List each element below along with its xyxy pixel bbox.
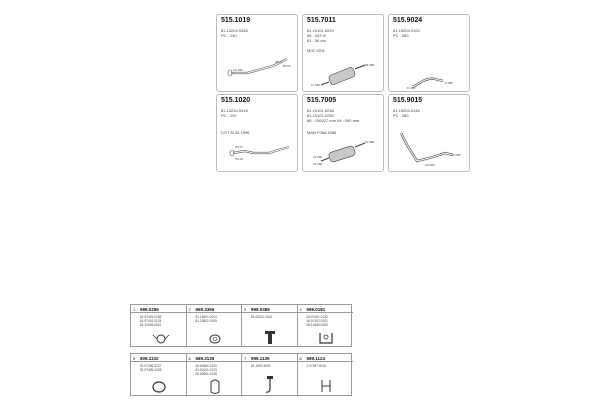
part-number: 81.15204.5338 — [221, 28, 248, 33]
part-card[interactable]: 515.9015 81.15204.0146 PC : 280 C0 080 C… — [388, 94, 470, 172]
muffler-icon — [320, 64, 366, 86]
part-code: 515.7011 — [307, 17, 336, 24]
dimension-label: C 080 — [445, 81, 454, 85]
accessory-code: 999.1135 — [251, 355, 270, 361]
vehicle-info: M02 1001 — [307, 48, 325, 53]
part-info: PC : 240 — [221, 33, 237, 38]
accessory-cell[interactable]: 4 599.0181 06.97401.0122 06.97402.0201 0… — [297, 305, 353, 346]
part-number: 06.60661.0133 — [195, 364, 217, 368]
part-code: 515.9015 — [393, 97, 423, 104]
dimension-label: D 080 — [407, 86, 416, 90]
gasket-icon — [152, 381, 166, 393]
dimension-label: 10 080 — [365, 140, 375, 144]
position-number: 1 — [133, 307, 136, 312]
accessory-code: 669.3366 — [195, 306, 215, 312]
part-number: 81.10045.0501 — [140, 323, 162, 327]
part-number: 06.97402.0201 — [306, 319, 328, 323]
part-number: 06.97401.0122 — [306, 315, 328, 319]
dimension-label: C0 080 — [451, 153, 461, 157]
dimension-label: 10 080 — [313, 155, 323, 159]
position-number: 8 — [299, 356, 302, 361]
part-number: 06.60661.0128 — [195, 372, 217, 376]
dimension-label: C0 080 — [425, 163, 435, 167]
dimension-label: 10 080 — [313, 162, 323, 166]
accessory-code: 599.1124 — [306, 355, 326, 361]
part-code: 515.9024 — [393, 17, 423, 24]
vehicle-info: DGT M.05 1996 — [221, 130, 250, 135]
part-number: 06.10465.0205 — [306, 323, 328, 327]
accessory-cell[interactable]: 5 609.1132 81.97406.3227 81.97405.2203 — [131, 354, 187, 395]
part-number: 81.97425.0158 — [140, 315, 162, 319]
part-card[interactable]: 515.9024 81.15204.0102 PC : 060 D 080 C … — [388, 14, 470, 92]
position-number: 7 — [244, 356, 247, 361]
dimension-label: C0 07 — [235, 145, 244, 149]
dimension-label: W1 5 — [275, 60, 283, 64]
part-number: 81.97406.3227 — [140, 364, 162, 368]
ring-icon — [209, 334, 220, 344]
position-number: 4 — [299, 307, 302, 312]
part-number: 81.15101.0238 — [307, 108, 334, 113]
exhaust-pipe-icon — [227, 58, 288, 77]
accessory-cell[interactable]: 1 599.0256 81.97425.0158 81.97401.0125 8… — [131, 305, 187, 346]
part-number: 81.08210.3042 — [251, 315, 273, 319]
vehicle-info: MAN F06A 1986 — [307, 130, 337, 135]
part-info: 81 : 00 am — [307, 38, 326, 43]
part-info: PC : 280 — [393, 113, 409, 118]
dimension-label: C0 480 — [233, 68, 243, 72]
accessory-cell[interactable]: 3 999.0389 81.08210.3042 — [242, 305, 298, 346]
clamp-icon — [152, 334, 170, 344]
part-card[interactable]: 515.7011 81.15101.0229 88 : 003 Vl 81 : … — [302, 14, 384, 92]
accessory-code: 999.0389 — [251, 306, 270, 312]
part-code: 515.7005 — [307, 97, 337, 104]
position-number: 2 — [188, 307, 191, 312]
accessory-strip: 5 609.1132 81.97406.3227 81.97405.2203 6… — [130, 353, 353, 396]
dimension-label: 11 080 — [311, 83, 320, 87]
accessory-cell[interactable]: 7 999.1135 81.1500.3002 — [242, 354, 298, 395]
dimension-label: 05 080 — [365, 63, 375, 67]
part-number: 81.15601.0014 — [195, 315, 217, 319]
part-number: 81.97401.0125 — [140, 319, 162, 323]
hook-icon — [265, 376, 273, 393]
accessory-cell[interactable]: 2 669.3366 81.15601.0014 81.15601.0009 — [186, 305, 242, 346]
accessory-code: 669.3135 — [195, 355, 215, 361]
part-number: 81.97405.2203 — [140, 368, 162, 372]
position-number: 5 — [133, 356, 136, 361]
hanger-icon — [321, 380, 330, 392]
part-card[interactable]: 515.7005 81.15101.0238 81.15101.0258 88 … — [302, 94, 384, 172]
bracket-icon — [318, 333, 333, 344]
accessory-cell[interactable]: 8 599.1124 2.97497.0010 — [297, 354, 353, 395]
part-number: 81.15101.0229 — [307, 28, 334, 33]
accessory-strip: 1 599.0256 81.97425.0158 81.97401.0125 8… — [130, 304, 353, 347]
muffler-icon — [320, 142, 366, 163]
clip-icon — [210, 379, 219, 394]
flex-pipe-icon — [412, 77, 444, 89]
part-code: 515.1020 — [221, 97, 251, 104]
part-info: PC : 060 — [393, 33, 409, 38]
dimension-label: 80 00 — [283, 64, 291, 68]
part-number: 81.15204.0146 — [393, 108, 420, 113]
accessory-code: 599.0256 — [140, 306, 159, 312]
part-number: 81.90101.0123 — [195, 368, 217, 372]
position-number: 6 — [188, 356, 191, 361]
part-number: 81.15234.5318 — [221, 108, 248, 113]
part-number: 81.15204.0102 — [393, 28, 420, 33]
part-info: 88 : 150027 mm 04 : 090 mm — [307, 118, 360, 123]
part-info: 88 : 003 Vl — [307, 33, 327, 38]
part-code: 515.1019 — [221, 17, 251, 24]
accessory-code: 599.0181 — [306, 306, 326, 312]
part-card[interactable]: 515.1019 81.15204.5338 PC : 240 C0 480 W… — [216, 14, 298, 92]
part-card[interactable]: 515.1020 81.15234.5318 PC : 292 DGT M.05… — [216, 94, 298, 172]
exhaust-pipe-icon — [399, 132, 454, 163]
accessory-code: 609.1132 — [140, 355, 159, 361]
bolt-icon — [265, 331, 275, 344]
exhaust-pipe-icon — [229, 145, 290, 157]
dimension-label: C0 09 — [235, 157, 244, 161]
part-number: 2.97497.0010 — [306, 364, 327, 368]
position-number: 3 — [244, 307, 247, 312]
part-number: 81.15101.0258 — [307, 113, 334, 118]
part-number: 81.1500.3002 — [251, 364, 271, 368]
accessory-cell[interactable]: 6 669.3135 06.60661.0133 81.90101.0123 0… — [186, 354, 242, 395]
part-number: 81.15601.0009 — [195, 319, 217, 323]
part-info: PC : 292 — [221, 113, 237, 118]
